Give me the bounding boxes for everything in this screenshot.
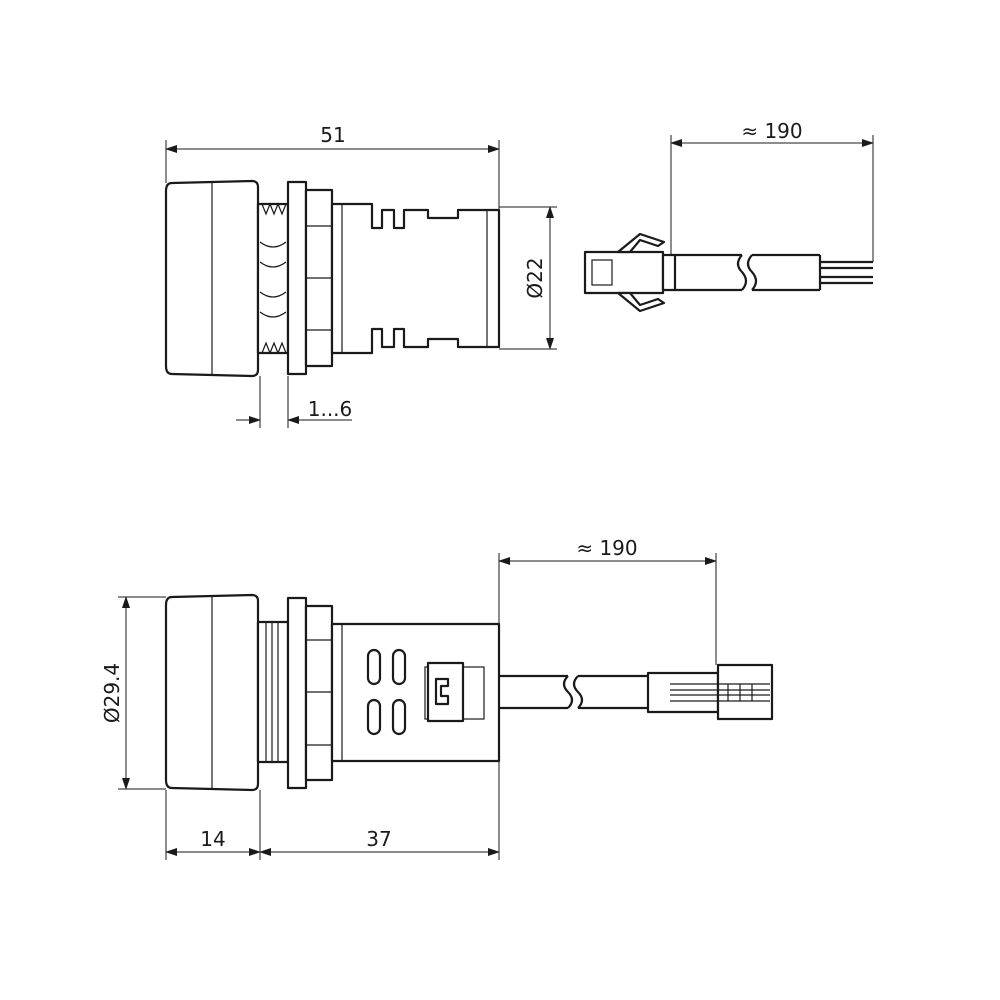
side-view: 51 Ø22 1...6 ≈ 190 bbox=[164, 119, 874, 428]
mounting-nut bbox=[286, 180, 308, 376]
label-body-diameter: Ø22 bbox=[523, 257, 547, 298]
connector-pins bbox=[670, 683, 770, 702]
label-bezel-diameter: Ø29.4 bbox=[100, 663, 124, 723]
socket-body bbox=[426, 661, 465, 723]
housing bbox=[330, 622, 501, 763]
label-panel-thickness: 1...6 bbox=[308, 397, 353, 421]
socket-key bbox=[434, 677, 450, 706]
label-cable-length-bottom: ≈ 190 bbox=[576, 536, 637, 560]
housing bbox=[330, 202, 501, 355]
cable-segment-left bbox=[675, 253, 742, 292]
connector-latch-bottom bbox=[616, 291, 666, 313]
bottom-view: Ø29.4 14 37 ≈ 190 bbox=[100, 536, 774, 860]
cable-break bbox=[562, 675, 584, 709]
thread-top bbox=[261, 202, 287, 216]
nut-collar bbox=[304, 604, 334, 782]
vent-slot-1 bbox=[366, 648, 382, 686]
thread-sleeve bbox=[256, 202, 290, 355]
connector-head bbox=[716, 663, 774, 721]
vent-slot-3 bbox=[366, 698, 382, 736]
thread-upper bbox=[259, 241, 287, 268]
connector-latch-window bbox=[591, 259, 613, 286]
mounting-nut bbox=[286, 596, 308, 790]
connector-neck bbox=[661, 253, 677, 292]
cable-segment-right bbox=[752, 253, 822, 292]
cable-segment-right bbox=[578, 674, 648, 710]
thread-lower bbox=[259, 291, 287, 318]
vent-slot-4 bbox=[391, 698, 407, 736]
connector-latch-top bbox=[616, 232, 666, 254]
label-bezel-depth: 14 bbox=[200, 827, 225, 851]
label-cable-length-top: ≈ 190 bbox=[741, 119, 802, 143]
label-body-length: 37 bbox=[366, 827, 391, 851]
connector-boot bbox=[646, 671, 720, 714]
thread-bottom bbox=[261, 341, 287, 355]
cable-break bbox=[736, 254, 758, 291]
cable-segment-left bbox=[499, 674, 568, 710]
cable-wire-ends bbox=[820, 260, 873, 285]
connector-plug bbox=[583, 250, 665, 295]
thread-sleeve bbox=[256, 620, 290, 764]
label-overall-length: 51 bbox=[320, 123, 345, 147]
vent-slot-2 bbox=[391, 648, 407, 686]
